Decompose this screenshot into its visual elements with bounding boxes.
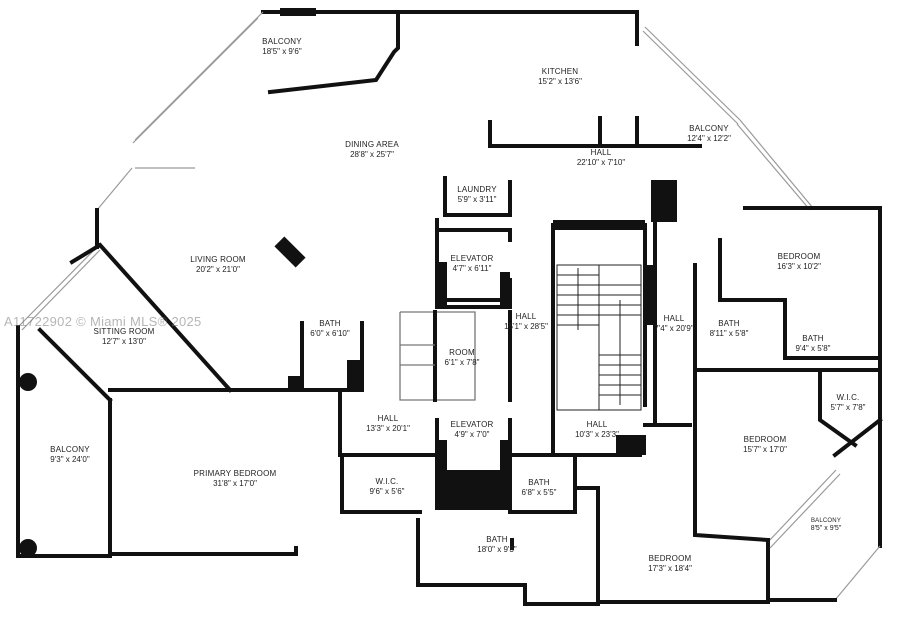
- room-dims: 12'4" x 12'2": [687, 134, 731, 143]
- room-name: BALCONY: [262, 37, 302, 46]
- room-dims: 15'2" x 13'6": [538, 77, 582, 86]
- room-dims: 8'5" x 9'5": [810, 525, 842, 532]
- room-name: ELEVATOR: [450, 420, 494, 429]
- room-dims: 4'9" x 7'0": [454, 430, 490, 439]
- room-dims: 10'3" x 23'3": [575, 430, 619, 439]
- room-dims: 4'7" x 6'11": [452, 264, 492, 273]
- room-name: W.I.C.: [836, 393, 860, 402]
- room-name: BALCONY: [689, 124, 729, 133]
- room-dims: 18'5" x 9'6": [262, 47, 302, 56]
- room-name: KITCHEN: [541, 67, 579, 76]
- room-dims: 15'1" x 28'5": [504, 322, 548, 331]
- room-name: DINING AREA: [345, 140, 399, 149]
- room-name: HALL: [663, 314, 685, 323]
- room-name: ELEVATOR: [450, 254, 494, 263]
- room-dims: 15'7" x 17'0": [743, 445, 787, 454]
- room-name: BALCONY: [50, 445, 90, 454]
- interior-walls: [37, 10, 882, 606]
- room-name: LAUNDRY: [457, 185, 497, 194]
- room-dims: 12'7" x 13'0": [102, 337, 146, 346]
- room-name: W.I.C.: [375, 477, 399, 486]
- stairwell: [556, 264, 642, 411]
- room-dims: 5'9" x 3'11": [457, 195, 497, 204]
- room-name: BATH: [528, 478, 550, 487]
- room-dims: 13'3" x 20'1": [366, 424, 410, 433]
- room-name: PRIMARY BEDROOM: [193, 469, 277, 478]
- room-dims: 5'7" x 7'8": [830, 403, 866, 412]
- room-dims: 6'8" x 5'5": [521, 488, 557, 497]
- watermark: A11722902 © Miami MLS® 2025: [4, 314, 202, 329]
- room-name: ROOM: [449, 348, 475, 357]
- room-name: BEDROOM: [743, 435, 787, 444]
- room-label-wic-primary: W.I.C.9'6" x 5'6": [370, 477, 405, 497]
- room-name: BATH: [802, 334, 824, 343]
- room-name: BEDROOM: [648, 554, 692, 563]
- room-dims: 6'0" x 6'10": [310, 329, 350, 338]
- room-name: BATH: [319, 319, 341, 328]
- room-dims: 20'2" x 21'0": [196, 265, 240, 274]
- room-name: BATH: [718, 319, 740, 328]
- room-name: HALL: [586, 420, 608, 429]
- room-name: HALL: [377, 414, 399, 423]
- room-dims: 9'6" x 5'6": [369, 487, 405, 496]
- room-name: BATH: [486, 535, 508, 544]
- room-dims: 7'4" x 20'9": [654, 324, 694, 333]
- room-dims: 18'0" x 9'3": [477, 545, 517, 554]
- room-dims: 31'8" x 17'0": [213, 479, 257, 488]
- room-dims: 17'3" x 18'4": [648, 564, 692, 573]
- room-name: HALL: [515, 312, 537, 321]
- room-dims: 6'1" x 7'8": [444, 358, 480, 367]
- room-dims: 9'4" x 5'8": [795, 344, 831, 353]
- room-dims: 9'3" x 24'0": [50, 455, 90, 464]
- room-dims: 28'8" x 25'7": [350, 150, 394, 159]
- room-name: BEDROOM: [777, 252, 821, 261]
- room-name: SITTING ROOM: [93, 327, 155, 336]
- room-dims: 16'3" x 10'2": [777, 262, 821, 271]
- room-name: LIVING ROOM: [190, 255, 246, 264]
- room-dims: 8'11" x 5'8": [709, 329, 749, 338]
- room-dims: 22'10" x 7'10": [576, 158, 626, 167]
- room-label-wic-east: W.I.C.5'7" x 7'8": [831, 393, 866, 413]
- room-name: HALL: [590, 148, 612, 157]
- room-name: BALCONY: [810, 518, 842, 524]
- structural-columns: [19, 8, 677, 557]
